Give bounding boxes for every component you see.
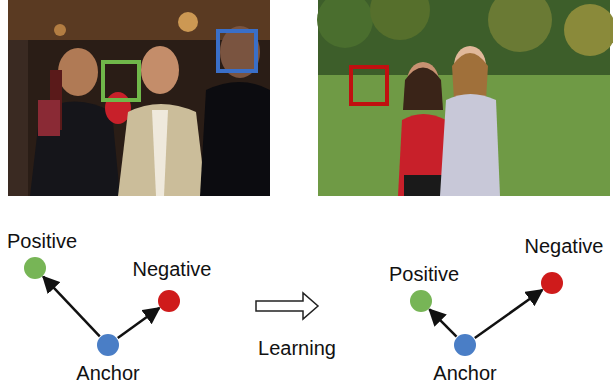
positive-dot: Positive xyxy=(24,257,46,279)
point-label: Anchor xyxy=(433,362,496,384)
point-label: Positive xyxy=(389,263,459,285)
embedding-arrow xyxy=(43,277,99,337)
negative-dot: Negative xyxy=(158,290,180,312)
embedding-arrow xyxy=(118,308,160,338)
positive-dot: Positive xyxy=(410,290,432,312)
point-label: Anchor xyxy=(76,362,139,384)
step-label: Learning xyxy=(258,337,336,359)
party-photo xyxy=(8,0,270,196)
embedding-arrow xyxy=(429,309,456,336)
point-label: Negative xyxy=(525,235,604,257)
field-photo xyxy=(317,0,613,196)
learning-arrow xyxy=(256,293,318,319)
anchor-dot: Anchor xyxy=(97,334,119,356)
point-label: Negative xyxy=(133,258,212,280)
negative-dot: Negative xyxy=(541,272,563,294)
embedding-arrow xyxy=(475,290,542,338)
point-label: Positive xyxy=(7,230,77,252)
anchor-dot: Anchor xyxy=(454,334,476,356)
